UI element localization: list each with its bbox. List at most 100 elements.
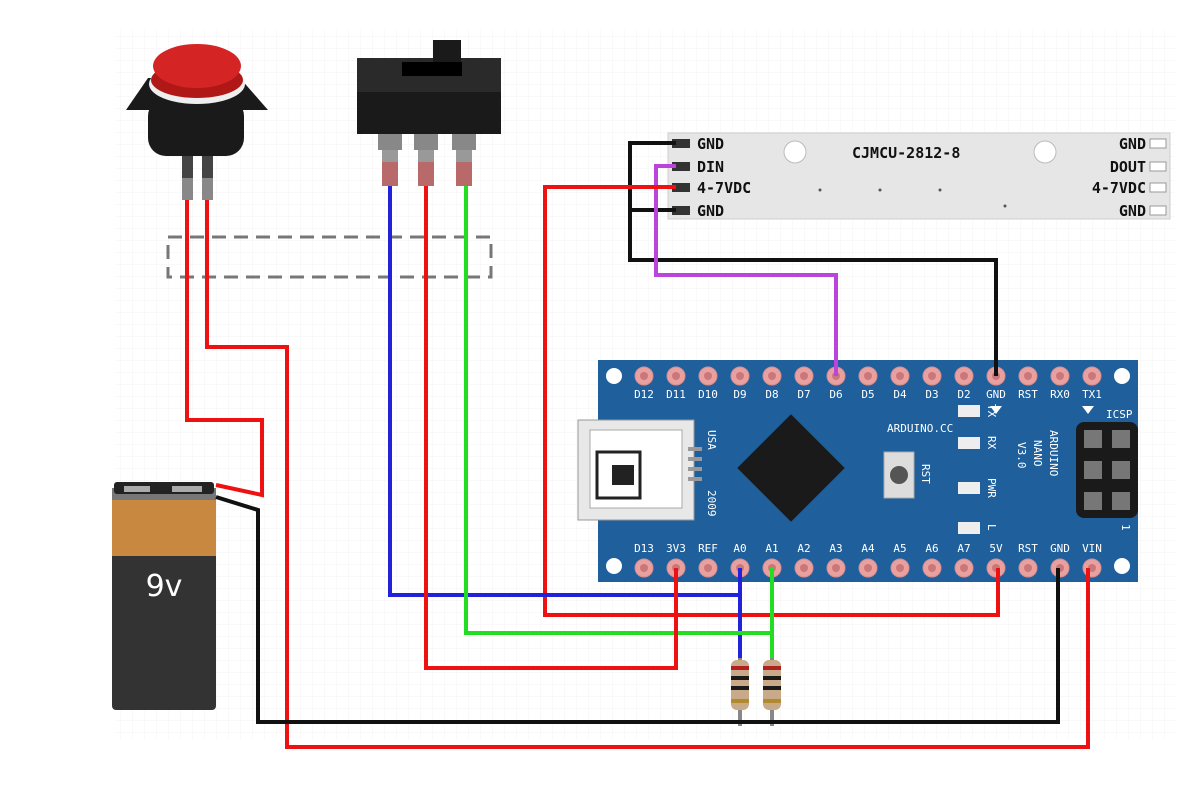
- pin-label-a1: A1: [765, 542, 778, 555]
- pin-label-a6: A6: [925, 542, 938, 555]
- pin-hole-d10: [704, 372, 712, 380]
- wire-resistors-to-ground: [738, 720, 774, 724]
- resistor-a0: [731, 650, 749, 726]
- wire-switch-to-3v3: [424, 186, 678, 670]
- board-model-line-2: V3.0: [1015, 442, 1028, 469]
- pin-label-a5: A5: [893, 542, 906, 555]
- pin-label-vin: VIN: [1082, 542, 1102, 555]
- pin-label-gnd: GND: [986, 388, 1006, 401]
- wire-strip-din-to-d6: [654, 164, 838, 376]
- pin-hole-rst: [1024, 564, 1032, 572]
- led-strip: CJMCU-2812-8 GND DIN 4-7VDC GND GND DOUT…: [667, 132, 1171, 220]
- pin-label-a2: A2: [797, 542, 810, 555]
- pin-hole-d2: [960, 372, 968, 380]
- pin-hole-d11: [672, 372, 680, 380]
- strip-left-pin-1: DIN: [697, 158, 724, 176]
- pin-label-d12: D12: [634, 388, 654, 401]
- slide-switch: [357, 40, 501, 186]
- pin-hole-d3: [928, 372, 936, 380]
- wire-switch-to-a0: [388, 186, 742, 597]
- pin-hole-d5: [864, 372, 872, 380]
- board-model-line-0: ARDUINO: [1047, 430, 1060, 476]
- pin-label-rx0: RX0: [1050, 388, 1070, 401]
- led-l-label: L: [985, 524, 998, 531]
- pin-label-5v: 5V: [989, 542, 1003, 555]
- wire-battery-to-gnd: [215, 495, 1060, 724]
- pin-label-a7: A7: [957, 542, 970, 555]
- pin-hole-d12: [640, 372, 648, 380]
- microcontroller-chip: [737, 414, 845, 522]
- board-model-line-1: NANO: [1031, 440, 1044, 467]
- pin-label-d8: D8: [765, 388, 778, 401]
- pin-label-gnd: GND: [1050, 542, 1070, 555]
- pin-hole-rst: [1024, 372, 1032, 380]
- led-tx: [958, 405, 980, 417]
- pin-hole-d13: [640, 564, 648, 572]
- pin-label-d11: D11: [666, 388, 686, 401]
- pin-hole-d7: [800, 372, 808, 380]
- led-strip-mount-hole-right: [1033, 140, 1057, 164]
- pin-hole-ref: [704, 564, 712, 572]
- pin-label-a0: A0: [733, 542, 746, 555]
- pin-hole-rx0: [1056, 372, 1064, 380]
- pin-hole-a4: [864, 564, 872, 572]
- led-strip-mount-hole-left: [783, 140, 807, 164]
- wire-switch-to-a1: [464, 186, 774, 635]
- pin-hole-a5: [896, 564, 904, 572]
- board-year-text: 2009: [705, 490, 718, 517]
- battery: 9v: [112, 482, 216, 710]
- strip-right-pin-1: DOUT: [1110, 158, 1146, 176]
- reset-button: [883, 451, 915, 499]
- pin-label-d3: D3: [925, 388, 938, 401]
- resistor-a1: [763, 650, 781, 726]
- pin-label-d6: D6: [829, 388, 842, 401]
- pin-label-d10: D10: [698, 388, 718, 401]
- pin-hole-a3: [832, 564, 840, 572]
- arduino-nano: USA 2009 RST ARDUINO.CC TX RX PWR L ARDU…: [577, 360, 1138, 582]
- wire-strip-gnd-to-arduino-gnd: [628, 141, 998, 376]
- pin-label-d5: D5: [861, 388, 874, 401]
- pin-hole-d4: [896, 372, 904, 380]
- icsp-pin-one-label: 1: [1119, 524, 1132, 531]
- pin-label-a4: A4: [861, 542, 875, 555]
- board-brand-text: ARDUINO.CC: [887, 422, 953, 435]
- wire-button-to-battery: [185, 200, 264, 498]
- pin-hole-a6: [928, 564, 936, 572]
- pin-label-a3: A3: [829, 542, 842, 555]
- pin-label-d9: D9: [733, 388, 746, 401]
- wire-button-to-vin: [205, 200, 1090, 749]
- icsp-header: [1076, 422, 1138, 518]
- board-usa-text: USA: [705, 430, 718, 450]
- led-rx-label: RX: [985, 436, 998, 450]
- icsp-label: ICSP: [1106, 408, 1133, 421]
- arduino-top-pin-row: D12 D11 D10 D9 D8 D7 D6 D5 D4 D3 D2 GND RST RX0 TX1: [634, 366, 1102, 401]
- pin-label-d4: D4: [893, 388, 907, 401]
- push-button: [126, 44, 268, 200]
- strip-left-pin-0: GND: [697, 135, 724, 153]
- led-l: [958, 522, 980, 534]
- led-pwr: [958, 482, 980, 494]
- pin-label-ref: REF: [698, 542, 718, 555]
- pin-hole-d9: [736, 372, 744, 380]
- strip-right-pin-0: GND: [1119, 135, 1146, 153]
- pin-label-tx1: TX1: [1082, 388, 1102, 401]
- pin-hole-d8: [768, 372, 776, 380]
- battery-label: 9v: [146, 569, 183, 604]
- led-rx: [958, 437, 980, 449]
- dashed-group-box: [166, 235, 493, 279]
- pin-hole-a2: [800, 564, 808, 572]
- pin-label-rst: RST: [1018, 388, 1038, 401]
- pin-hole-a7: [960, 564, 968, 572]
- pin-label-d2: D2: [957, 388, 970, 401]
- strip-right-pin-2: 4-7VDC: [1092, 179, 1146, 197]
- reset-button-label: RST: [919, 464, 932, 484]
- pin-label-rst: RST: [1018, 542, 1038, 555]
- pin-label-d13: D13: [634, 542, 654, 555]
- pin-label-d7: D7: [797, 388, 810, 401]
- pin-hole-tx1: [1088, 372, 1096, 380]
- strip-left-pin-3: GND: [697, 202, 724, 220]
- wire-strip-vdc-to-5v: [543, 185, 1000, 617]
- led-pwr-label: PWR: [985, 478, 998, 498]
